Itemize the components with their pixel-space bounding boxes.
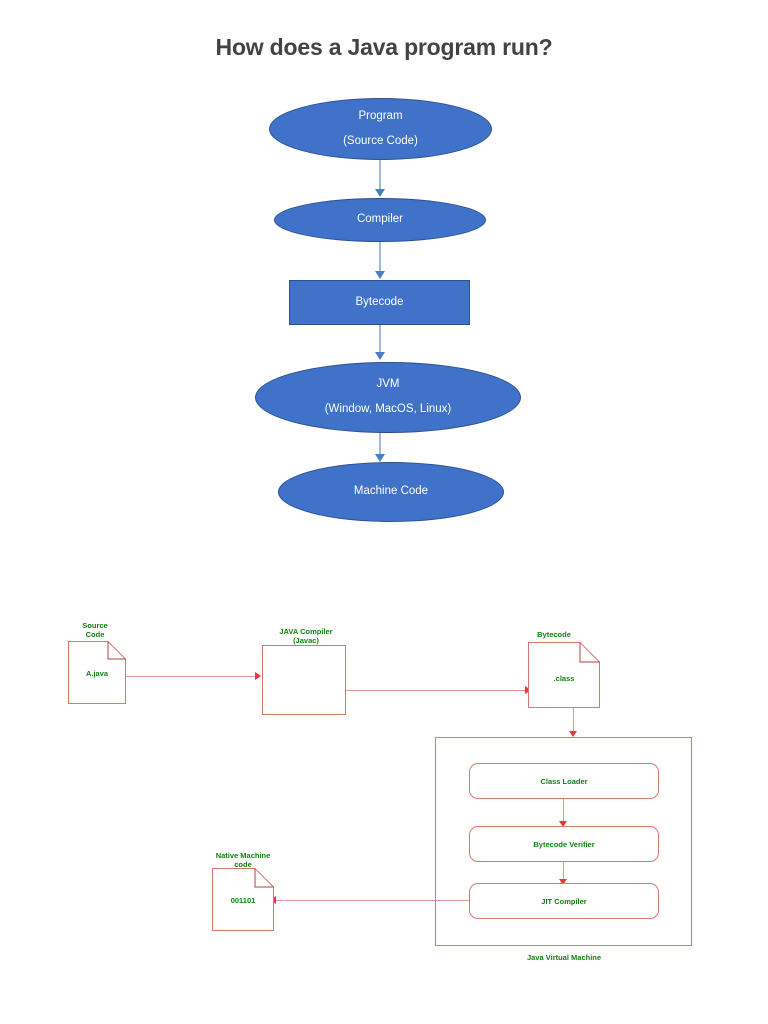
arrowhead-class-loader-to-verifier [559, 821, 567, 827]
label-bytecode: Bytecode [537, 630, 571, 639]
jit-compiler-box-text: JIT Compiler [541, 896, 587, 906]
connector-program-to-compiler [379, 160, 381, 190]
arrowhead-source-to-compiler [255, 672, 261, 680]
flow-node-program-line1: Program [358, 109, 403, 122]
flow-node-jvm: JVM (Window, MacOS, Linux) [255, 362, 521, 433]
flow-node-compiler: Compiler [274, 198, 486, 242]
class-loader-box: Class Loader [469, 763, 659, 799]
flow-node-machine-code-line1: Machine Code [353, 485, 429, 498]
flow-node-jvm-line2: (Window, MacOS, Linux) [324, 403, 452, 415]
connector-class-loader-to-verifier [563, 799, 564, 824]
flow-node-program-line2: (Source Code) [343, 134, 418, 147]
bytecode-doc-text: .class [553, 674, 575, 683]
flow-node-program: Program (Source Code) [269, 98, 492, 160]
native-code-doc: 001101 [212, 868, 274, 931]
bytecode-verifier-box: Bytecode Verifier [469, 826, 659, 862]
jit-compiler-box: JIT Compiler [469, 883, 659, 919]
arrowhead-verifier-to-jit [559, 879, 567, 885]
connector-bytecode-to-jvm-container [573, 708, 574, 733]
arrowhead-bytecode-to-jvm-container [569, 731, 577, 737]
arrowhead-compiler-to-bytecode [375, 271, 385, 279]
java-execution-flow-diagram: Program (Source Code) Compiler Bytecode … [255, 98, 521, 522]
label-java-virtual-machine: Java Virtual Machine [526, 953, 602, 962]
document-shape-icon [212, 868, 274, 931]
class-loader-box-text: Class Loader [540, 776, 588, 786]
flow-node-jvm-line1: JVM [376, 378, 400, 391]
flow-node-machine-code: Machine Code [278, 462, 504, 522]
flow-node-compiler-line1: Compiler [356, 213, 403, 226]
source-code-doc-text: A.java [85, 669, 109, 678]
document-shape-icon [68, 641, 126, 704]
document-shape-icon [528, 642, 600, 708]
label-source-code: Source Code [82, 621, 108, 640]
connector-source-to-compiler [126, 676, 255, 677]
page-title: How does a Java program run? [215, 34, 553, 60]
connector-bytecode-to-jvm [379, 325, 381, 353]
label-java-compiler: JAVA Compiler (Javac) [279, 627, 333, 646]
arrowhead-jvm-to-machine-code [375, 454, 385, 462]
connector-compiler-to-bytecode [379, 242, 381, 272]
native-code-doc-text: 001101 [230, 896, 256, 905]
flow-node-bytecode-line1: Bytecode [355, 295, 404, 308]
connector-verifier-to-jit [563, 862, 564, 883]
bytecode-verifier-box-text: Bytecode Verifier [533, 839, 595, 849]
connector-jit-to-native-code [276, 900, 469, 901]
arrowhead-bytecode-to-jvm [375, 352, 385, 360]
connector-jvm-to-machine-code [379, 433, 381, 455]
label-native-machine-code: Native Machine code [215, 851, 271, 870]
arrowhead-program-to-compiler [375, 189, 385, 197]
flow-node-bytecode: Bytecode [289, 280, 470, 325]
javac-box-text [263, 646, 345, 714]
javac-box [262, 645, 346, 715]
connector-compiler-to-bytecode-doc [346, 690, 525, 691]
bytecode-doc: .class [528, 642, 600, 708]
source-code-doc: A.java [68, 641, 126, 704]
